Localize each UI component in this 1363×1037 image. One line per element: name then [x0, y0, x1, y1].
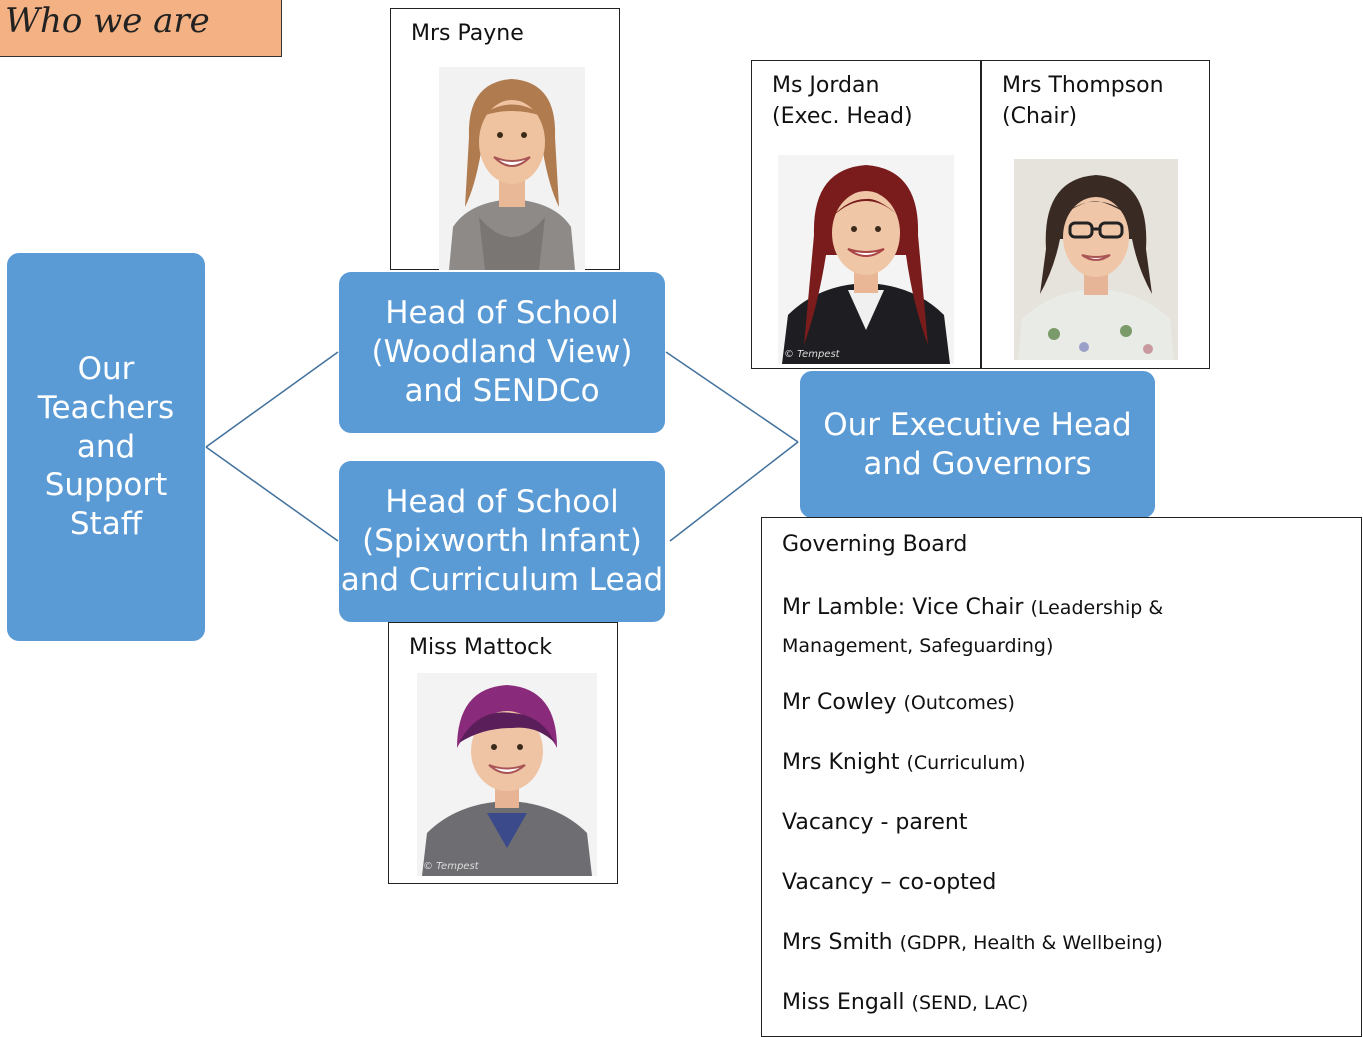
governing-board-panel: Governing Board Mr Lamble: Vice Chair (L… — [761, 517, 1362, 1037]
board-member-name: Vacancy - parent — [782, 810, 968, 835]
node-executive-head-governors-label: Our Executive Head and Governors — [823, 406, 1132, 482]
label-mattock: Miss Mattock — [409, 635, 553, 660]
board-member: Vacancy - parent — [782, 804, 1252, 842]
connector-staff-spixworth — [205, 446, 339, 542]
board-member-name: Mrs Smith — [782, 930, 900, 955]
label-jordan: Ms Jordan (Exec. Head) — [772, 73, 913, 129]
board-member-name: Mr Lamble: Vice Chair — [782, 595, 1031, 620]
connector-woodland-exec — [665, 351, 799, 443]
portrait-thompson — [1014, 159, 1178, 360]
node-teachers-support-staff: Our Teachers and Support Staff — [7, 253, 205, 641]
page-title: Who we are — [0, 0, 282, 57]
node-head-woodland-view: Head of School (Woodland View) and SENDC… — [339, 272, 665, 433]
node-head-spixworth-infant-label: Head of School (Spixworth Infant) and Cu… — [340, 484, 664, 598]
board-member-detail: (GDPR, Health & Wellbeing) — [899, 932, 1163, 954]
photo-card-mattock: Miss Mattock © Tempest — [388, 622, 618, 884]
portrait-jordan: © Tempest — [778, 155, 954, 364]
node-executive-head-governors: Our Executive Head and Governors — [800, 371, 1155, 518]
watermark-jordan: © Tempest — [784, 349, 840, 360]
label-thompson: Mrs Thompson (Chair) — [1002, 73, 1164, 129]
board-member: Mr Cowley (Outcomes) — [782, 684, 1252, 722]
board-member: Vacancy – co-opted — [782, 864, 1252, 902]
board-member: Mrs Smith (GDPR, Health & Wellbeing) — [782, 924, 1252, 962]
board-member-name: Mr Cowley — [782, 690, 904, 715]
connector-staff-woodland — [205, 351, 339, 448]
board-member-detail: (Outcomes) — [903, 692, 1015, 714]
watermark-mattock: © Tempest — [423, 861, 479, 872]
label-payne: Mrs Payne — [411, 21, 524, 46]
node-teachers-support-staff-label: Our Teachers and Support Staff — [37, 351, 175, 543]
board-member-detail: (Leadership & Management, Safeguarding) — [782, 597, 1164, 657]
photo-card-payne: Mrs Payne — [390, 8, 620, 270]
board-member-detail: (Curriculum) — [906, 752, 1026, 774]
governing-board-heading: Governing Board — [782, 532, 968, 557]
board-member: Mr Lamble: Vice Chair (Leadership & Mana… — [782, 589, 1252, 665]
photo-card-jordan: Ms Jordan (Exec. Head) © Tempest — [751, 60, 981, 369]
board-member-name: Mrs Knight — [782, 750, 907, 775]
connector-spixworth-exec — [669, 441, 799, 542]
board-member-detail: (SEND, LAC) — [911, 992, 1029, 1014]
board-member-name: Miss Engall — [782, 990, 912, 1015]
board-member: Mrs Knight (Curriculum) — [782, 744, 1252, 782]
board-member: Miss Engall (SEND, LAC) — [782, 984, 1252, 1022]
node-head-spixworth-infant: Head of School (Spixworth Infant) and Cu… — [339, 461, 665, 622]
node-head-woodland-view-label: Head of School (Woodland View) and SENDC… — [371, 295, 633, 409]
board-member-name: Vacancy – co-opted — [782, 870, 997, 895]
portrait-mattock: © Tempest — [417, 673, 597, 876]
photo-card-thompson: Mrs Thompson (Chair) — [981, 60, 1210, 369]
portrait-payne — [439, 67, 585, 270]
